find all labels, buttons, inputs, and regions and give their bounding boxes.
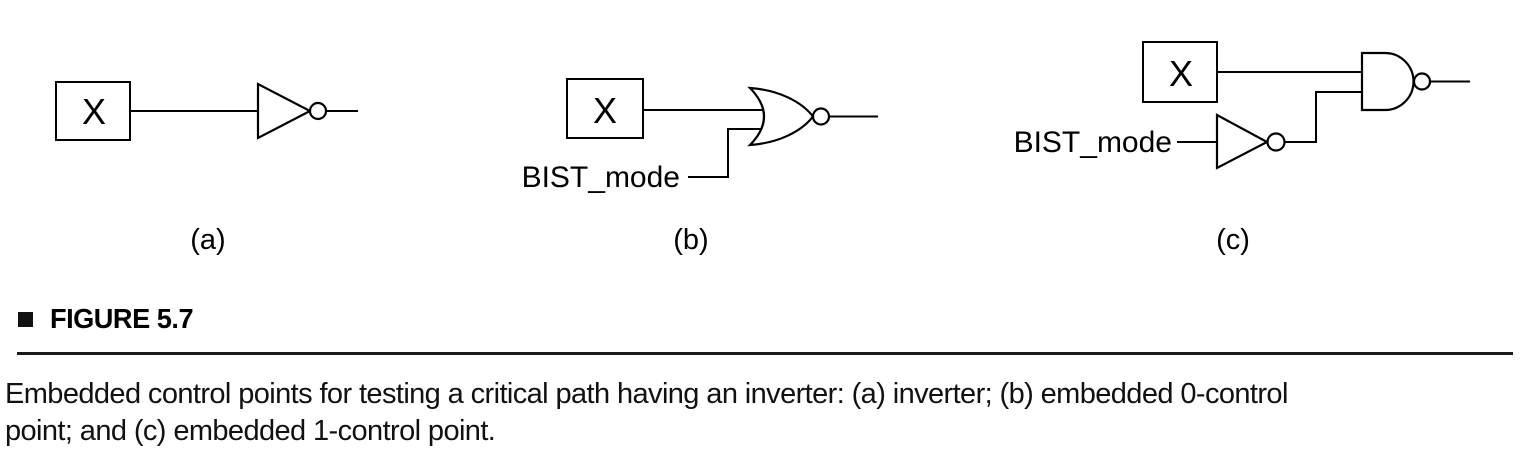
inversion-bubble-icon (811, 107, 831, 126)
bist-mode-wire (1285, 91, 1363, 143)
nand-gate-icon (1360, 51, 1415, 112)
inversion-bubble-icon (308, 101, 328, 121)
caption-line-2: point; and (c) embedded 1-control point. (5, 415, 496, 447)
source-box (566, 78, 644, 139)
source-box (55, 81, 131, 141)
inverter-gate-icon (1215, 113, 1270, 170)
nor-gate-icon (747, 86, 815, 147)
inversion-bubble-icon (1412, 72, 1432, 91)
panel-b: X BIST_mode (b) (522, 78, 878, 256)
panel-a: X (a) (55, 81, 358, 256)
inverter-gate-icon (256, 82, 313, 140)
figure-caption: Embedded control points for testing a cr… (5, 376, 1288, 450)
source-box (1142, 41, 1218, 103)
figure-title: FIGURE 5.7 (50, 303, 194, 334)
bist-mode-wire (688, 128, 766, 178)
panel-c: X BIST_mode (c) (1014, 41, 1470, 256)
horizontal-rule (17, 352, 1513, 355)
source-box-label: X (593, 90, 617, 131)
source-box-label: X (82, 91, 106, 132)
panel-label: (b) (673, 224, 708, 256)
figure-heading: FIGURE 5.7 (18, 303, 197, 335)
inversion-bubble-icon (1266, 132, 1286, 152)
panel-label: (c) (1216, 224, 1250, 256)
bist-mode-label: BIST_mode (1014, 126, 1172, 159)
circuit-diagrams: X (a) X BIST_mode (b) X BIST_mode (c) (55, 41, 1470, 256)
source-box-label: X (1169, 53, 1193, 94)
square-bullet-icon (18, 312, 33, 327)
caption-line-1: Embedded control points for testing a cr… (5, 378, 1288, 410)
panel-label: (a) (190, 224, 225, 256)
bist-mode-label: BIST_mode (522, 161, 680, 194)
